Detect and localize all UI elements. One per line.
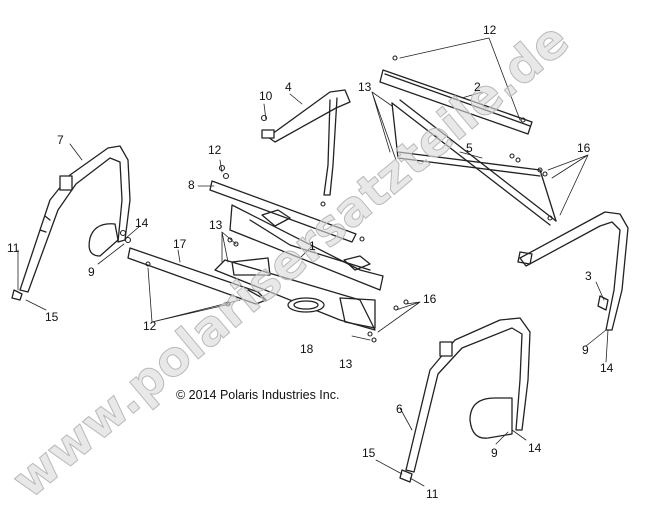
part-18-handle xyxy=(287,297,325,313)
callout-15b: 15 xyxy=(362,446,376,460)
callout-9a: 9 xyxy=(88,265,95,279)
part-3-rollbar xyxy=(517,211,629,331)
callout-2: 2 xyxy=(474,80,481,94)
fasteners xyxy=(119,55,553,343)
part-4-bracket xyxy=(261,89,351,196)
part-17-tube xyxy=(127,247,267,305)
callout-4: 4 xyxy=(285,80,292,94)
callout-11b: 11 xyxy=(426,487,439,501)
callout-8: 8 xyxy=(188,178,195,192)
callout-13c: 13 xyxy=(339,357,353,371)
callout-7: 7 xyxy=(57,133,64,147)
callout-11a: 11 xyxy=(7,241,20,255)
callout-14a: 14 xyxy=(135,216,149,230)
part-7-rollbar xyxy=(11,145,131,301)
part-5-x-brace xyxy=(391,99,557,226)
callout-18: 18 xyxy=(300,342,314,356)
part-8-tube xyxy=(209,180,357,243)
leader-lines xyxy=(17,37,609,487)
callout-12b: 12 xyxy=(208,143,222,157)
callout-16b: 16 xyxy=(423,292,437,306)
part-2-tube xyxy=(379,69,533,135)
callout-6: 6 xyxy=(396,402,403,416)
callout-17: 17 xyxy=(173,237,187,251)
callout-5: 5 xyxy=(466,141,473,155)
callout-12a: 12 xyxy=(483,23,497,37)
callout-9c: 9 xyxy=(491,446,498,460)
callout-12c: 12 xyxy=(143,319,157,333)
callout-14c: 14 xyxy=(528,441,542,455)
callout-1: 1 xyxy=(309,239,316,253)
part-1-frame xyxy=(214,204,384,331)
callout-13b: 13 xyxy=(209,218,223,232)
callout-14b: 14 xyxy=(600,361,614,375)
part-6-rollbar xyxy=(399,317,531,483)
callout-3: 3 xyxy=(585,269,592,283)
callout-16a: 16 xyxy=(577,141,591,155)
callout-9b: 9 xyxy=(582,343,589,357)
callout-13a: 13 xyxy=(358,80,372,94)
callout-15a: 15 xyxy=(45,310,59,324)
copyright-notice: © 2014 Polaris Industries Inc. xyxy=(176,388,340,402)
callout-10: 10 xyxy=(259,89,273,103)
